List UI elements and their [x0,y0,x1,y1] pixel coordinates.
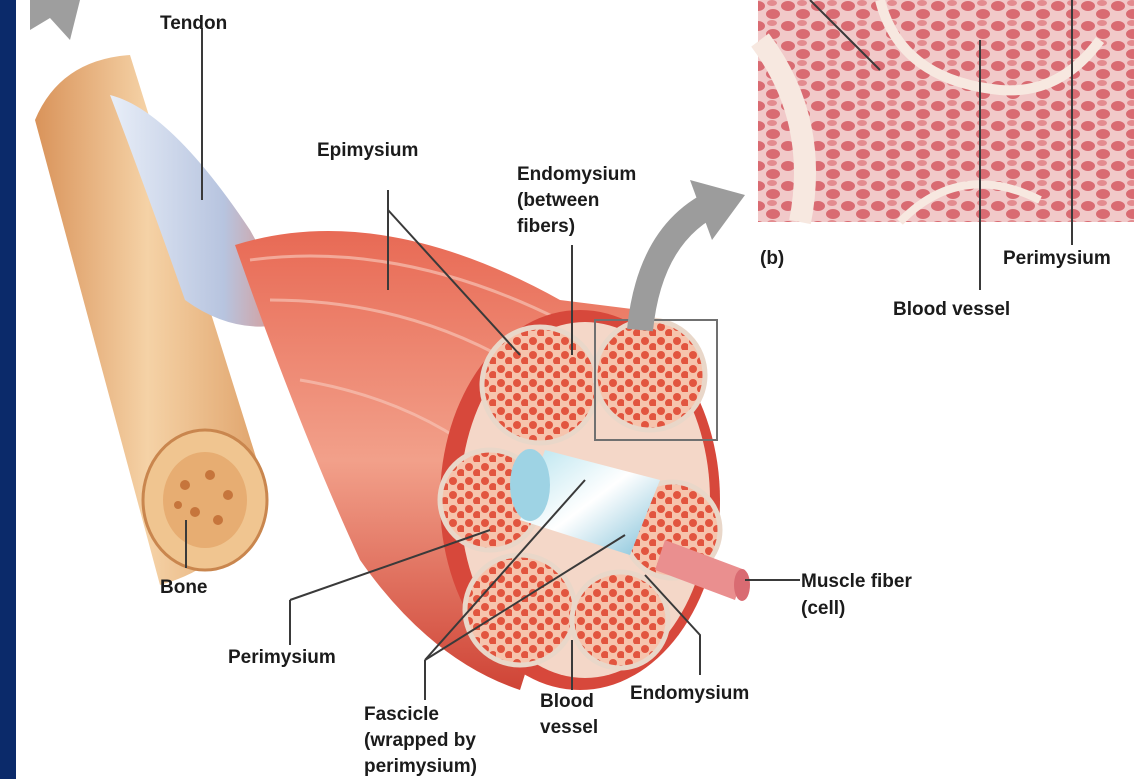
label-perimysium-right: Perimysium [1003,248,1111,270]
cross-section [440,310,750,690]
arrow-fragment-icon [30,0,80,40]
label-bone: Bone [160,577,208,599]
label-fascicle-1: Fascicle [364,704,439,726]
label-muscle-fiber-1: Muscle fiber [801,571,912,593]
micrograph-image [758,0,1134,222]
label-part-b: (b) [760,248,784,270]
label-endomysium-bottom: Endomysium [630,683,749,705]
label-tendon: Tendon [160,13,227,35]
label-blood-vessel-bottom-2: vessel [540,717,598,739]
label-endomysium-top-2: (between [517,190,599,212]
label-muscle-fiber-2: (cell) [801,598,845,620]
label-blood-vessel-bottom-1: Blood [540,691,594,713]
label-endomysium-top-1: Endomysium [517,164,636,186]
label-endomysium-top-3: fibers) [517,216,575,238]
label-fascicle-2: (wrapped by [364,730,476,752]
label-fascicle-3: perimysium) [364,756,477,778]
label-epimysium: Epimysium [317,140,418,162]
label-perimysium-left: Perimysium [228,647,336,669]
label-blood-vessel-right: Blood vessel [893,299,1010,321]
